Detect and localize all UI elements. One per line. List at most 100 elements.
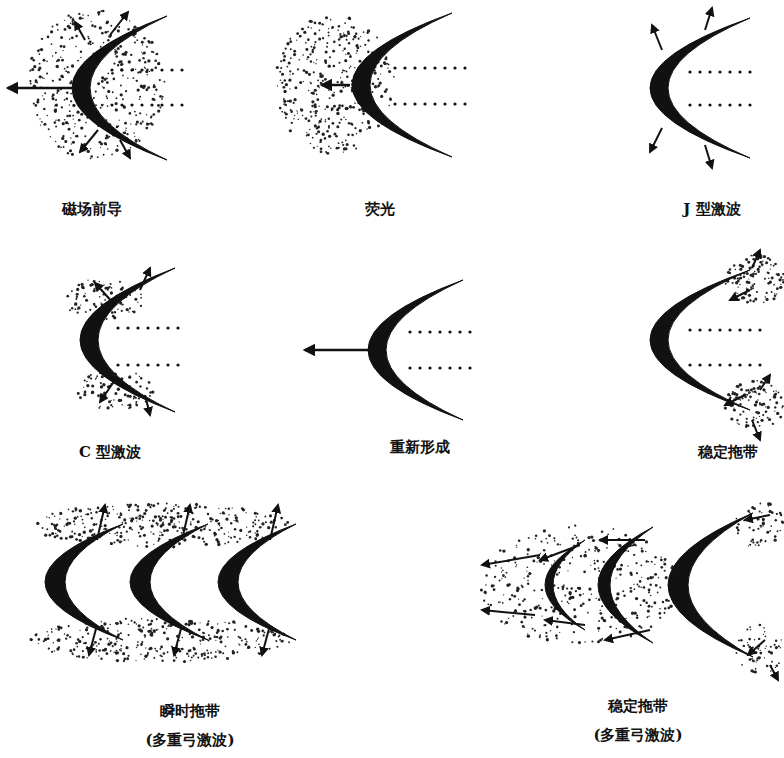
- speckle-dot: [350, 26, 352, 28]
- speckle-dot: [310, 143, 311, 144]
- speckle-dot: [166, 628, 167, 629]
- speckle-dot: [754, 404, 756, 406]
- speckle-dot: [332, 122, 335, 125]
- speckle-dot: [324, 137, 327, 140]
- speckle-dot: [167, 651, 169, 653]
- speckle-dot: [354, 127, 356, 129]
- speckle-dot: [61, 59, 64, 62]
- flow-dot: [448, 366, 451, 369]
- speckle-dot: [150, 41, 153, 44]
- speckle-dot: [60, 45, 63, 48]
- speckle-dot: [181, 532, 183, 534]
- speckle-dot: [752, 387, 755, 390]
- speckle-dot: [120, 622, 122, 624]
- speckle-dot: [133, 132, 135, 134]
- speckle-dot: [39, 63, 41, 65]
- speckle-dot: [49, 534, 52, 537]
- speckle-dot: [85, 293, 86, 294]
- speckle-dot: [97, 82, 100, 85]
- speckle-dot: [95, 511, 97, 513]
- speckle-dot: [777, 392, 779, 394]
- speckle-dot: [72, 141, 75, 144]
- speckle-dot: [101, 32, 104, 35]
- speckle-dot: [774, 406, 776, 408]
- speckle-dot: [135, 373, 136, 374]
- speckle-dot: [69, 38, 71, 40]
- speckle-dot: [87, 150, 90, 153]
- speckle-dot: [120, 93, 123, 96]
- speckle-dot: [773, 391, 775, 393]
- speckle-dot: [80, 113, 83, 116]
- speckle-dot: [58, 625, 60, 627]
- speckle-dot: [69, 636, 71, 638]
- speckle-dot: [344, 47, 346, 49]
- speckle-dot: [72, 115, 74, 117]
- speckle-dot: [224, 622, 225, 623]
- speckle-dot: [373, 71, 376, 74]
- speckle-dot: [310, 82, 312, 84]
- flow-dot: [176, 363, 179, 366]
- speckle-dot: [345, 35, 347, 37]
- speckle-dot: [325, 16, 328, 19]
- speckle-dot: [197, 657, 199, 659]
- speckle-dot: [195, 503, 198, 506]
- speckle-dot: [87, 15, 89, 17]
- speckle-dot: [254, 532, 255, 533]
- speckle-dot: [135, 114, 137, 116]
- speckle-dot: [137, 505, 139, 507]
- speckle-dot: [149, 623, 152, 626]
- speckle-dot: [192, 518, 194, 520]
- speckle-dot: [150, 531, 151, 532]
- speckle-dot: [177, 506, 179, 508]
- speckle-dot: [145, 127, 148, 130]
- speckle-dot: [107, 627, 109, 629]
- speckle-dot: [320, 147, 323, 150]
- speckle-dot: [104, 524, 107, 527]
- speckle-dot: [278, 635, 280, 637]
- speckle-dot: [258, 643, 260, 645]
- speckle-dot: [338, 62, 340, 64]
- speckle-dot: [43, 123, 46, 126]
- speckle-dot: [765, 298, 768, 301]
- speckle-dot: [68, 123, 69, 124]
- speckle-dot: [83, 393, 86, 396]
- speckle-dot: [139, 629, 141, 631]
- speckle-dot: [35, 634, 38, 637]
- speckle-dot: [316, 94, 318, 96]
- speckle-dot: [129, 20, 130, 21]
- speckle-dot: [742, 411, 744, 413]
- speckle-cloud: [480, 525, 679, 645]
- speckle-dot: [782, 273, 784, 275]
- speckle-dot: [78, 640, 81, 643]
- speckle-dot: [202, 538, 204, 540]
- flow-dot: [428, 366, 431, 369]
- speckle-dot: [739, 264, 742, 267]
- speckle-dot: [280, 60, 282, 62]
- speckle-dot: [325, 151, 327, 153]
- speckle-dot: [153, 98, 156, 101]
- speckle-dot: [341, 72, 343, 74]
- speckle-dot: [353, 35, 356, 38]
- speckle-cloud: [276, 16, 395, 155]
- flow-dot: [443, 102, 446, 105]
- speckle-dot: [79, 17, 82, 20]
- speckle-dot: [40, 48, 43, 51]
- speckle-dot: [120, 645, 122, 647]
- speckle-dot: [324, 59, 327, 62]
- speckle-dot: [235, 519, 238, 522]
- speckle-dot: [104, 142, 107, 145]
- speckle-dot: [33, 103, 35, 105]
- speckle-dot: [236, 651, 238, 653]
- speckle-dot: [325, 119, 326, 120]
- speckle-dot: [144, 658, 146, 660]
- flow-dot: [150, 68, 153, 71]
- speckle-dot: [210, 652, 212, 654]
- speckle-dot: [739, 383, 742, 386]
- speckle-dot: [347, 32, 350, 35]
- speckle-dot: [256, 530, 258, 532]
- speckle-dot: [198, 536, 201, 539]
- speckle-dot: [167, 625, 169, 627]
- speckle-dot: [393, 76, 395, 78]
- speckle-dot: [312, 137, 314, 139]
- speckle-dot: [127, 404, 129, 406]
